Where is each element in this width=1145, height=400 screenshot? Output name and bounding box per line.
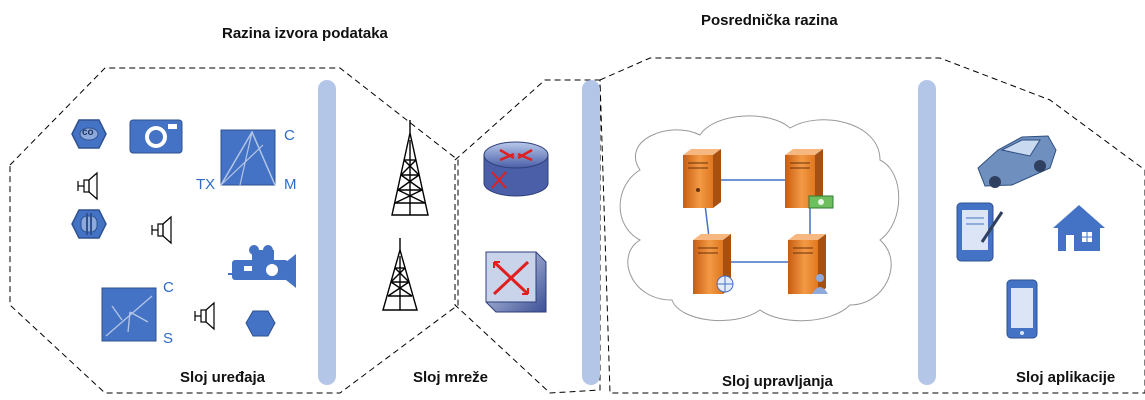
server-icon bbox=[788, 234, 828, 294]
speaker-icon bbox=[77, 171, 98, 201]
co-label: co bbox=[82, 127, 94, 138]
label-network-layer: Sloj mreže bbox=[413, 369, 489, 386]
phone-icon bbox=[1006, 279, 1038, 339]
router-icon bbox=[483, 141, 549, 197]
transformer-label-m: M bbox=[284, 176, 297, 193]
hexagon-device-icon bbox=[245, 310, 276, 337]
network-region-outline bbox=[454, 79, 601, 394]
camera-icon bbox=[129, 119, 183, 154]
speaker-icon bbox=[194, 301, 215, 331]
switch-icon bbox=[485, 251, 547, 313]
middleware-region-outline bbox=[599, 57, 1145, 394]
label-management-layer: Sloj upravljanja bbox=[722, 373, 833, 390]
tablet-icon bbox=[956, 202, 1004, 262]
header-middleware-level: Posrednička razina bbox=[701, 12, 838, 29]
switchgear-label-s: S bbox=[163, 330, 174, 347]
label-device-layer: Sloj uređaja bbox=[180, 369, 266, 386]
car-icon bbox=[977, 135, 1057, 188]
label-application-layer: Sloj aplikacije bbox=[1016, 369, 1116, 386]
switchgear-icon bbox=[101, 287, 157, 342]
transformer-label-c: C bbox=[284, 127, 295, 144]
switchgear-label-c: C bbox=[163, 279, 174, 296]
divider-network-management bbox=[582, 80, 600, 385]
co-sensor-icon bbox=[71, 119, 107, 149]
capacitor-icon bbox=[71, 209, 107, 239]
speaker-icon bbox=[151, 215, 172, 245]
server-icon bbox=[683, 149, 721, 208]
transformer-icon bbox=[220, 129, 276, 186]
transformer-label-tx: TX bbox=[196, 176, 216, 193]
video-camera-icon bbox=[228, 245, 296, 288]
server-icon bbox=[693, 234, 734, 294]
divider-management-applications bbox=[918, 80, 936, 385]
cloud-shape bbox=[619, 115, 900, 322]
server-icon bbox=[785, 149, 834, 209]
house-icon bbox=[1053, 205, 1105, 251]
device-region-outline bbox=[9, 67, 459, 394]
radio-tower-icon bbox=[382, 238, 418, 311]
header-data-source-level: Razina izvora podataka bbox=[222, 25, 388, 42]
radio-tower-icon bbox=[391, 120, 429, 216]
divider-devices-network bbox=[318, 80, 336, 385]
